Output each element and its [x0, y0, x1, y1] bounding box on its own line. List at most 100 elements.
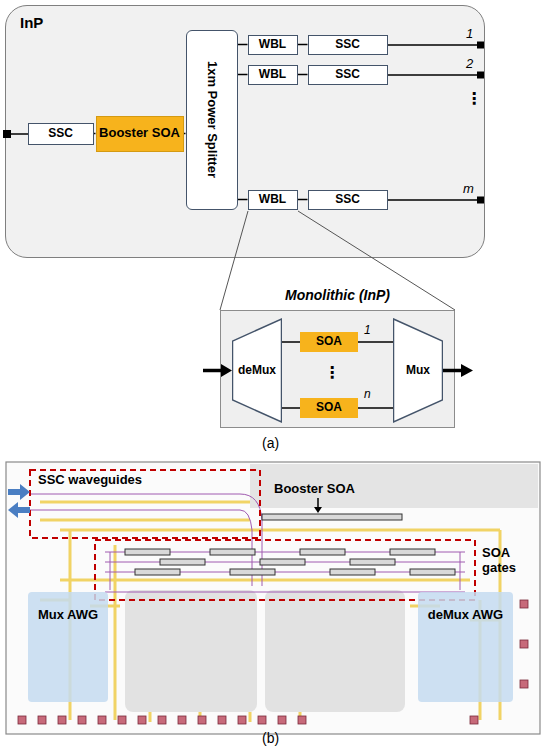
waveguide-connector [358, 407, 393, 409]
trapezoid-shape [233, 319, 282, 422]
region-label: SOA gates [482, 546, 534, 576]
wbl-box: WBL [248, 35, 298, 55]
layout-shape [135, 569, 180, 575]
node-label: Booster SOA [99, 126, 180, 141]
soa-gate-box: SOA [300, 332, 358, 352]
layout-shape [178, 716, 186, 724]
panel-heading: Monolithic (InP) [221, 287, 454, 303]
layout-shape [98, 716, 106, 724]
layout-shape [198, 716, 206, 724]
ellipsis-mark: ⋮ [466, 90, 482, 108]
layout-shape [8, 484, 30, 500]
node-label: deMux [238, 364, 276, 378]
panel-heading: InP [20, 14, 43, 31]
layout-shape [230, 569, 275, 575]
layout-shape [477, 197, 484, 204]
region-label: SSC waveguides [36, 473, 144, 487]
node-label: Mux [406, 364, 430, 378]
demux-awg-region: deMux AWG [418, 592, 513, 702]
mux-awg-region: Mux AWG [28, 592, 108, 702]
ssc-box: SSC [308, 65, 388, 85]
layout-shape [160, 559, 205, 565]
layout-shape [388, 74, 478, 76]
layout-shape [138, 716, 146, 724]
layout-shape [125, 514, 455, 575]
layout-shape [78, 716, 86, 724]
layout-shape [262, 514, 402, 520]
channel-number: 1 [364, 324, 371, 337]
ssc-box: SSC [308, 190, 388, 210]
layout-shape [388, 199, 478, 201]
layout-shape [10, 133, 28, 135]
layout-shape [258, 716, 266, 724]
port-number: m [463, 182, 474, 196]
layout-shape [105, 552, 465, 592]
node-label: Mux AWG [38, 608, 98, 623]
layout-shape [477, 72, 484, 79]
node-label: SOA [316, 401, 342, 415]
layout-shape [520, 680, 528, 688]
layout-shape [390, 549, 435, 555]
waveguide-connector [298, 44, 308, 46]
node-label: SSC [335, 193, 360, 207]
node-label: SOA [316, 335, 342, 349]
layout-shape [330, 569, 375, 575]
layout-shape [38, 716, 46, 724]
layout-shape [210, 549, 255, 555]
layout-shape [314, 507, 322, 513]
layout-shape [520, 600, 528, 608]
layout-shape [58, 716, 66, 724]
node-label: WBL [259, 68, 286, 82]
layout-shape [6, 462, 540, 734]
layout-shape [8, 502, 30, 518]
waveguide-connector [282, 341, 300, 343]
layout-shape [298, 716, 306, 724]
panel-caption: (a) [262, 436, 279, 451]
wbl-box: WBL [248, 65, 298, 85]
panel-caption: (b) [262, 731, 279, 746]
node-label: WBL [259, 38, 286, 52]
layout-shape [30, 470, 260, 538]
layout-shape [125, 549, 170, 555]
node-label: WBL [259, 193, 286, 207]
layout-shape [461, 364, 473, 377]
layout-shape [410, 569, 455, 575]
layout-shape [110, 552, 460, 590]
layout-shape [158, 716, 166, 724]
layout-shape [18, 716, 26, 724]
layout-shape [40, 502, 500, 606]
layout-shape [125, 590, 257, 712]
layout-shape [238, 716, 246, 724]
channel-number: n [364, 388, 371, 401]
layout-shape [8, 484, 30, 518]
layout-shape [443, 369, 463, 373]
booster-soa-box: Booster SOA [96, 116, 184, 152]
mux-trapezoid: Mux [393, 318, 443, 423]
waveguide-connector [298, 199, 308, 201]
node-label: SSC [48, 127, 73, 141]
node-label: SSC [335, 68, 360, 82]
layout-shape [265, 590, 405, 712]
layout-shape [95, 540, 475, 600]
layout-shape [300, 549, 345, 555]
layout-shape [470, 716, 478, 724]
waveguide-connector [298, 74, 308, 76]
layout-shape [278, 716, 286, 724]
waveguide-connector [238, 74, 248, 76]
waveguide-connector [238, 199, 248, 201]
ellipsis-mark: ⋮ [324, 364, 340, 382]
layout-shape [477, 42, 484, 49]
waveguide-connector [358, 341, 393, 343]
chip-layout [6, 462, 540, 734]
callout-label: Booster SOA [272, 482, 357, 496]
port-number: 1 [466, 27, 473, 41]
trapezoid-shape [394, 319, 443, 422]
waveguide-connector [238, 44, 248, 46]
port-number: 2 [466, 57, 473, 71]
layout-shape [118, 716, 126, 724]
power-splitter-box: 1xm Power Splitter [186, 30, 238, 210]
layout-shape [218, 716, 226, 724]
layout-shape [3, 130, 11, 138]
layout-shape [317, 498, 319, 508]
node-label: SSC [335, 38, 360, 52]
